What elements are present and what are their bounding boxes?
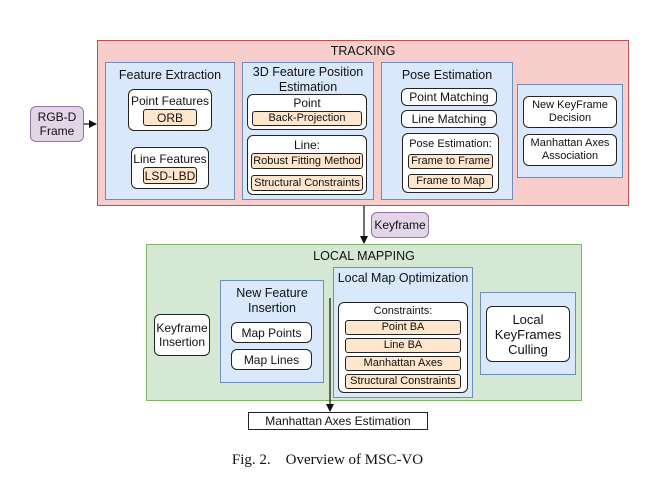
figure-caption: Fig. 2. Overview of MSC-VO xyxy=(231,452,424,468)
manhattan-estimation-box: Manhattan Axes Estimation xyxy=(248,412,428,430)
local-mapping-title: LOCAL MAPPING xyxy=(313,249,415,263)
lsd-lbd-box: LSD-LBD xyxy=(143,167,197,184)
back-projection-box: Back-Projection xyxy=(252,111,362,126)
line-group-title: Line: xyxy=(293,138,321,152)
frame-to-map-box: Frame to Map xyxy=(408,174,493,189)
pose-group-title: Pose Estimation: xyxy=(409,138,492,150)
line-ba-box: Line BA xyxy=(345,338,461,353)
line-matching-box: Line Matching xyxy=(401,110,497,128)
feature-extraction-title: Feature Extraction xyxy=(118,68,222,82)
keyframe-label: Keyframe xyxy=(371,212,429,238)
point-matching-box: Point Matching xyxy=(401,88,497,106)
robust-fitting-box: Robust Fitting Method xyxy=(251,153,363,169)
keyframe-insertion-box: Keyframe Insertion xyxy=(154,314,210,356)
manhattan-association-box: Manhattan Axes Association xyxy=(523,134,617,166)
orb-box: ORB xyxy=(143,109,197,126)
pose-estimation-title: Pose Estimation xyxy=(401,68,493,82)
keyframes-culling-box: Local KeyFrames Culling xyxy=(486,306,570,362)
point-features-title: Point Features xyxy=(130,94,210,108)
local-map-optimization-title: Local Map Optimization xyxy=(337,271,469,285)
map-lines-box: Map Lines xyxy=(231,349,312,370)
line-features-title: Line Features xyxy=(133,152,207,166)
point-group-title: Point xyxy=(293,96,321,110)
new-keyframe-decision-box: New KeyFrame Decision xyxy=(523,96,617,128)
rgbd-frame-input: RGB-D Frame xyxy=(30,106,84,142)
manhattan-axes-box: Manhattan Axes xyxy=(345,356,461,371)
point-ba-box: Point BA xyxy=(345,320,461,335)
tracking-title: TRACKING xyxy=(330,44,396,58)
new-feature-insertion-title: New Feature Insertion xyxy=(236,286,308,315)
structural-constraints-ba-box: Structural Constraints xyxy=(345,374,461,389)
map-points-box: Map Points xyxy=(231,322,312,343)
feature-position-title: 3D Feature Position Estimation xyxy=(252,65,364,94)
constraints-title: Constraints: xyxy=(373,305,433,317)
structural-constraints-box: Structural Constraints xyxy=(251,175,363,191)
frame-to-frame-box: Frame to Frame xyxy=(408,154,493,169)
